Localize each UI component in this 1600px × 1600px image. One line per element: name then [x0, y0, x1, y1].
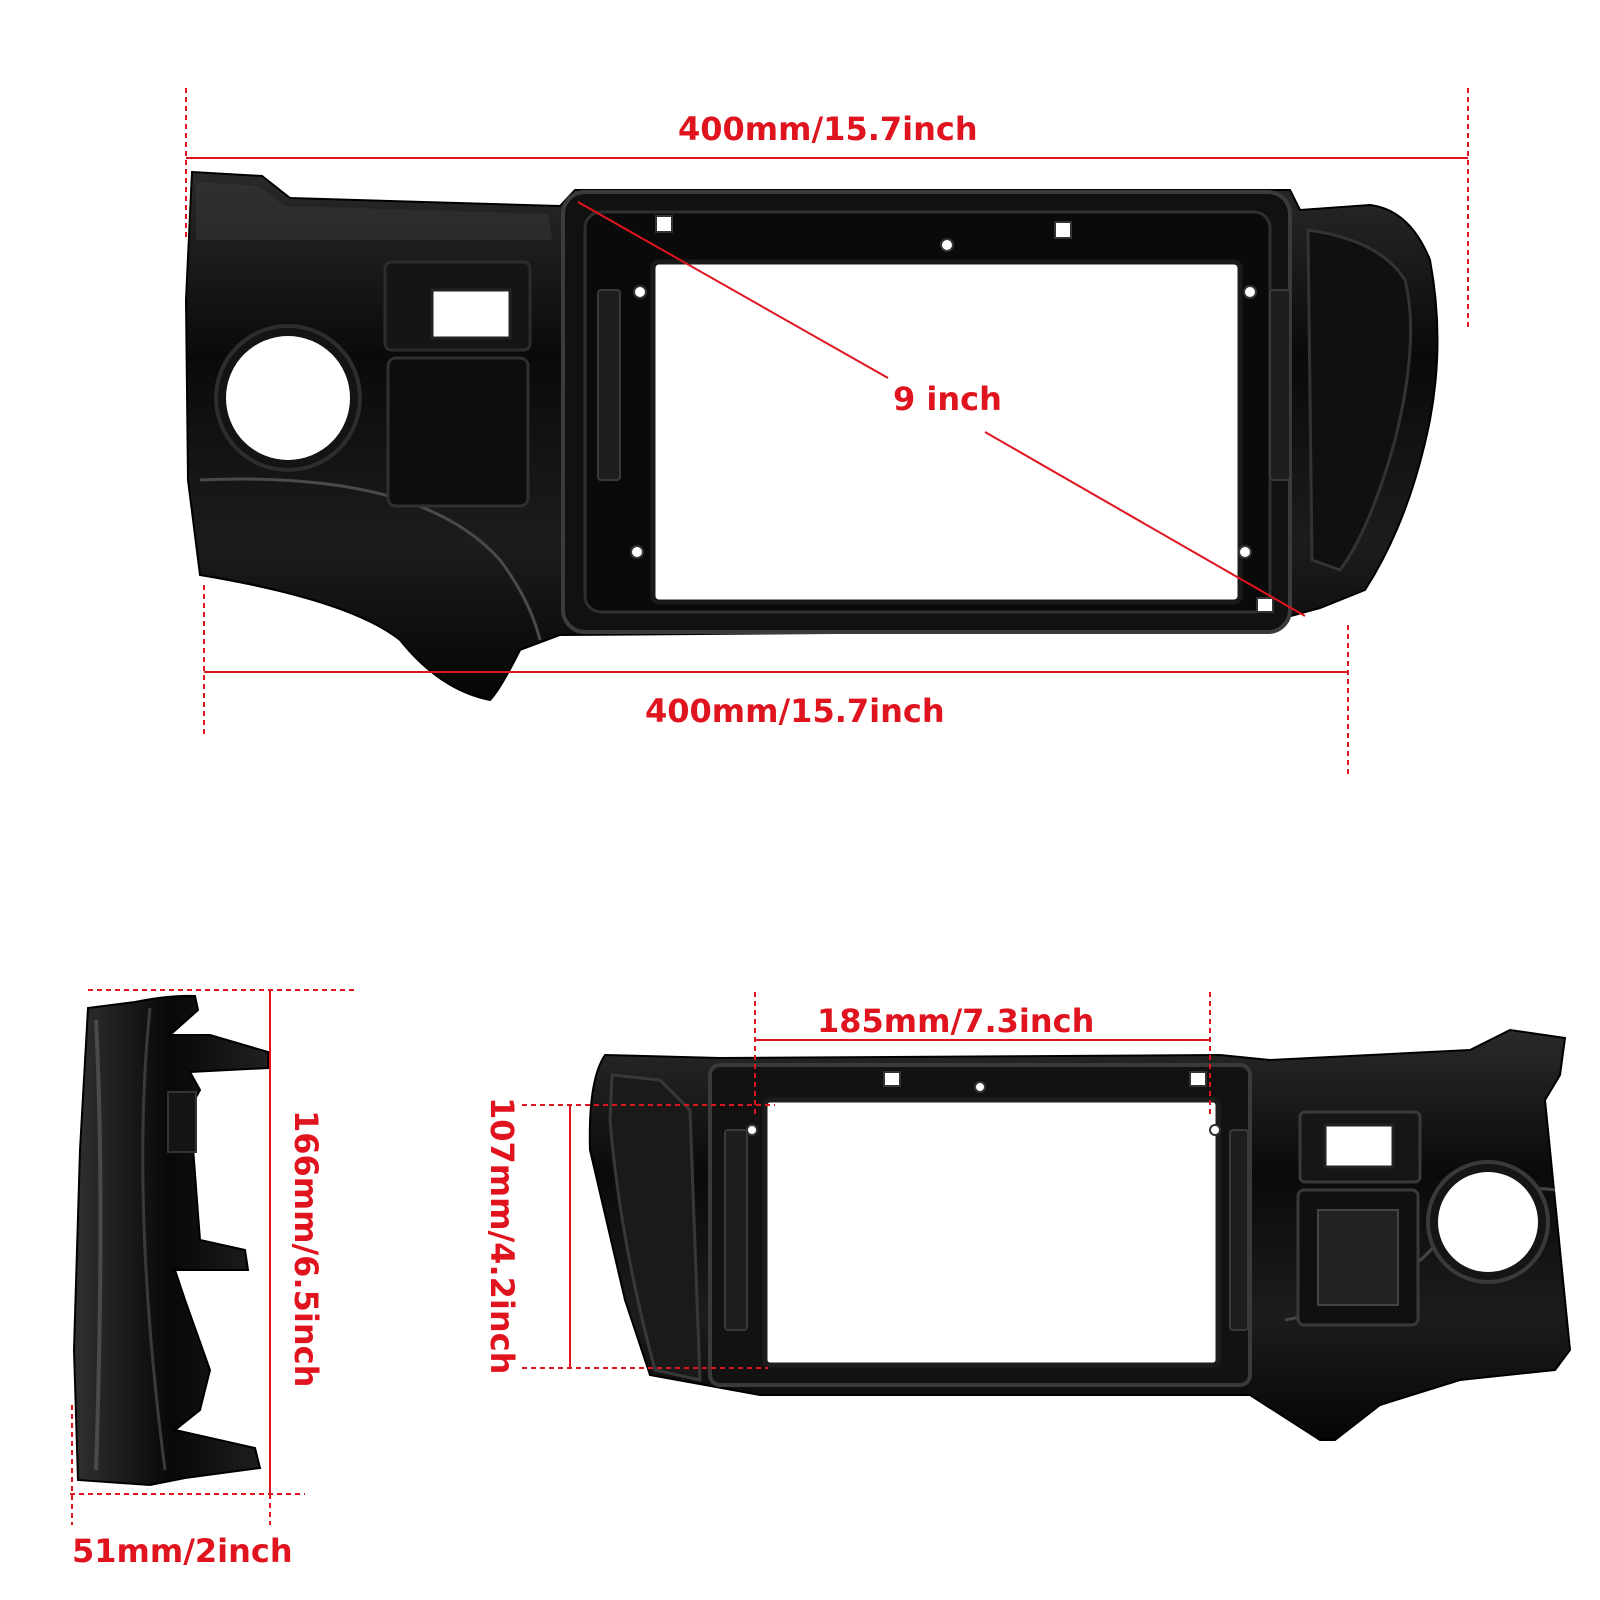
- front-clip-bottom: [1256, 597, 1274, 613]
- front-clip-right: [1054, 221, 1072, 239]
- side-panel-inner-edge: [141, 1007, 167, 1471]
- side-view-panel: [72, 994, 269, 1487]
- back-panel-left-curve: [608, 1073, 702, 1382]
- front-screen-opening: [650, 259, 1243, 605]
- back-opening-width-label: 185mm/7.3inch: [817, 1002, 1095, 1040]
- back-screw-right: [1209, 1124, 1221, 1136]
- screen-diagonal-label: 9 inch: [893, 380, 1002, 418]
- back-upper-window: [1323, 1123, 1395, 1169]
- front-clip-left: [655, 215, 673, 233]
- front-upper-window: [430, 288, 512, 340]
- back-screw-left: [746, 1124, 758, 1136]
- front-dimensions: [185, 88, 1469, 775]
- front-gauge-hole: [226, 336, 350, 460]
- back-screen-opening: [762, 1097, 1221, 1368]
- side-panel-body: [72, 994, 269, 1487]
- side-height-label: 166mm/6.5inch: [287, 1110, 325, 1388]
- back-dimensions: [522, 992, 1211, 1369]
- front-panel-highlight: [196, 182, 552, 240]
- side-dimensions: [70, 989, 355, 1525]
- front-screw-right-bottom: [1238, 545, 1252, 559]
- front-lower-cover: [386, 356, 530, 508]
- front-view-panel: [184, 170, 1439, 702]
- front-bottom-width-label: 400mm/15.7inch: [645, 692, 945, 730]
- screen-diagonal-line-b: [984, 431, 1306, 617]
- front-screw-left-bottom: [630, 545, 644, 559]
- back-clip-right: [1189, 1071, 1207, 1087]
- front-left-rail: [597, 289, 621, 481]
- back-left-rail: [724, 1129, 748, 1331]
- back-view-panel: [588, 1028, 1572, 1441]
- screen-diagonal-line-a: [577, 201, 889, 379]
- back-lower-window: [1317, 1209, 1399, 1306]
- front-screw-left-top: [633, 285, 647, 299]
- front-top-width-label: 400mm/15.7inch: [678, 110, 978, 148]
- front-screw-top: [940, 238, 954, 252]
- side-panel-clip: [167, 1091, 197, 1153]
- side-panel-highlight: [94, 1019, 103, 1471]
- side-depth-label: 51mm/2inch: [72, 1532, 293, 1570]
- front-right-rail: [1269, 289, 1291, 481]
- back-opening-height-label: 107mm/4.2inch: [483, 1097, 521, 1375]
- front-panel-curve-highlight: [199, 477, 542, 641]
- back-clip-left: [883, 1071, 901, 1087]
- front-screw-right-top: [1243, 285, 1257, 299]
- back-gauge-hole: [1438, 1172, 1538, 1272]
- back-screw-top: [974, 1081, 986, 1093]
- front-right-pocket: [1306, 228, 1413, 572]
- back-right-rail: [1229, 1129, 1249, 1331]
